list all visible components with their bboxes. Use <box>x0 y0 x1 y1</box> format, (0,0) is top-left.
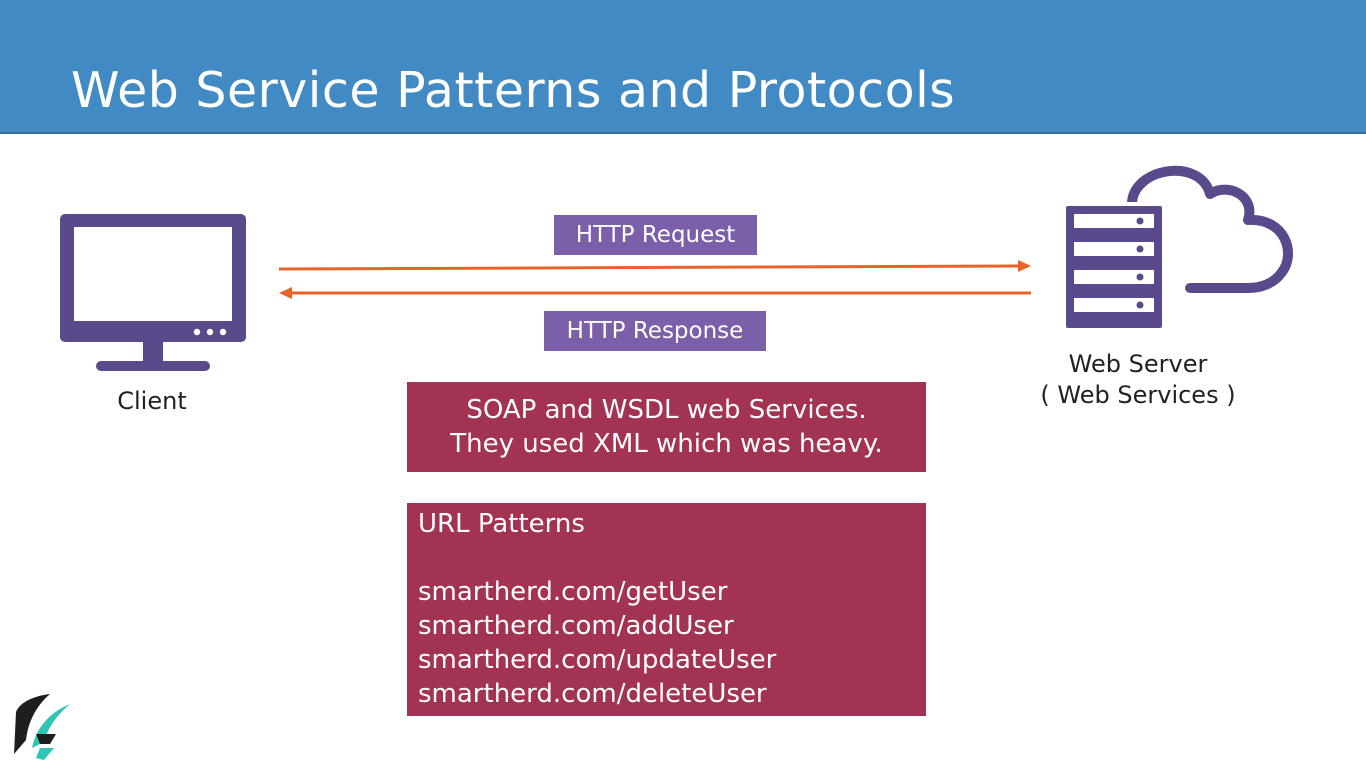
title-bar: Web Service Patterns and Protocols <box>0 0 1366 134</box>
url-pattern-item: smartherd.com/getUser <box>418 577 728 607</box>
cloud-outline <box>1127 165 1293 293</box>
response-arrowhead <box>279 287 292 299</box>
request-arrowhead <box>1018 260 1031 272</box>
url-patterns-heading: URL Patterns <box>418 509 585 539</box>
monitor-icon <box>60 214 246 371</box>
soap-wsdl-note: SOAP and WSDL web Services. They used XM… <box>407 382 926 472</box>
cloud-server-icon <box>1062 165 1293 332</box>
url-pattern-item: smartherd.com/updateUser <box>418 645 777 675</box>
web-server-label-line2: ( Web Services ) <box>1040 381 1236 409</box>
web-server-label-line1: Web Server <box>1068 350 1208 378</box>
web-server-label: Web Server ( Web Services ) <box>1018 349 1258 411</box>
request-response-arrows <box>278 260 1031 299</box>
http-request-label: HTTP Request <box>554 215 757 255</box>
url-pattern-item: smartherd.com/addUser <box>418 611 734 641</box>
soap-note-line2: They used XML which was heavy. <box>450 429 883 459</box>
url-pattern-item: smartherd.com/deleteUser <box>418 679 767 709</box>
url-patterns-box: URL Patterns smartherd.com/getUser smart… <box>407 503 926 716</box>
http-response-label: HTTP Response <box>544 311 766 351</box>
request-arrow-line <box>278 264 1019 271</box>
slide-title: Web Service Patterns and Protocols <box>71 62 956 119</box>
soap-note-line1: SOAP and WSDL web Services. <box>466 395 867 425</box>
client-label: Client <box>117 387 187 415</box>
brand-logo-icon <box>14 694 70 760</box>
